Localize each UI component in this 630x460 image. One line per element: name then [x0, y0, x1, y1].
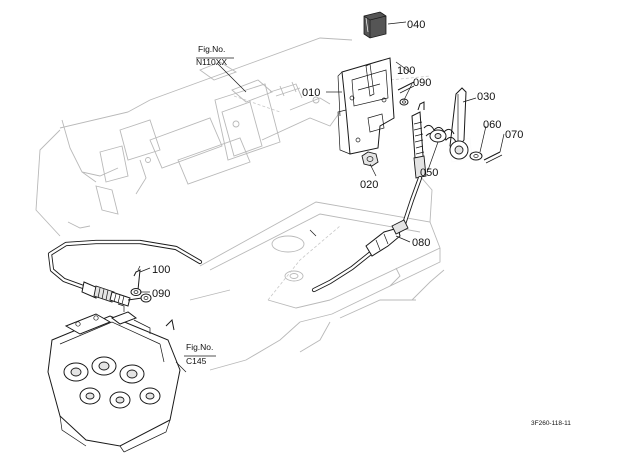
control-lever: [449, 87, 469, 160]
bracket-plate: [337, 57, 395, 155]
part-labels: 040 100 090 010 030 060 070 050 020 080 …: [152, 19, 523, 300]
split-pin: [483, 151, 503, 164]
figure-ref-bottom-title: Fig.No.: [186, 342, 213, 352]
part-label-050: 050: [420, 167, 438, 179]
washer-top: [399, 98, 409, 106]
figure-ref-top-title: Fig.No.: [198, 44, 225, 54]
part-label-060: 060: [483, 119, 501, 131]
tractor-body-outline: [35, 37, 445, 371]
clip-pin-top: [397, 81, 415, 94]
leader-lines: [139, 21, 505, 373]
figure-ref-bottom: Fig.No. C145: [186, 342, 213, 366]
figure-ref-bottom-code: C145: [186, 356, 207, 366]
control-cable: [311, 175, 423, 293]
washer: [469, 151, 483, 161]
washer-bottom: [130, 288, 142, 296]
drawing-code: 3F260-118-11: [531, 420, 571, 427]
control-cable-lower: [47, 239, 203, 307]
figure-ref-top: Fig.No. N110XX: [196, 44, 227, 67]
part-label-010: 010: [302, 87, 320, 99]
part-label-090-top: 090: [413, 77, 431, 89]
part-label-020: 020: [360, 179, 378, 191]
part-label-100-top: 100: [397, 65, 415, 77]
part-label-040: 040: [407, 19, 425, 31]
cable-upper-end: [411, 101, 427, 179]
part-label-070: 070: [505, 129, 523, 141]
part-label-100-bottom: 100: [152, 264, 170, 276]
valve-block: [47, 303, 181, 453]
part-label-030: 030: [477, 91, 495, 103]
part-label-090-bottom: 090: [152, 288, 170, 300]
part-label-080: 080: [412, 237, 430, 249]
lever-knob: [363, 11, 387, 39]
clip-pin-bottom: [133, 265, 141, 291]
lock-nut: [361, 151, 379, 167]
figure-ref-top-code: N110XX: [196, 57, 227, 67]
